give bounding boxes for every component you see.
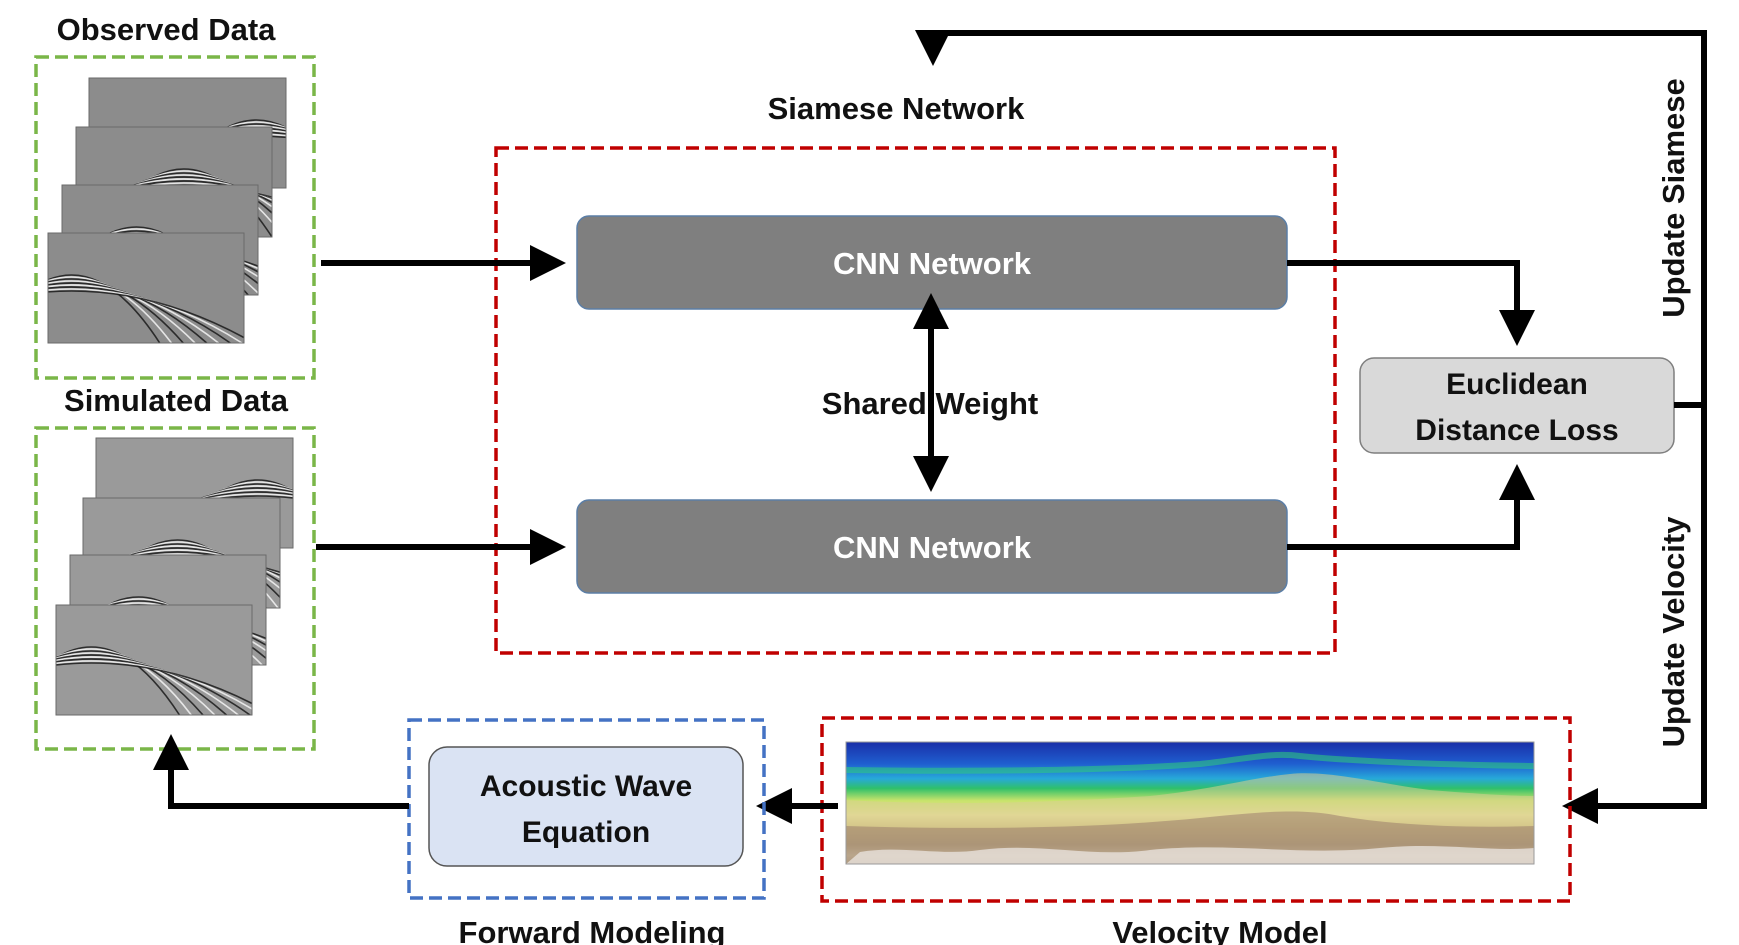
update-velocity-arrow: [1562, 405, 1707, 824]
forward-modeling-label: Forward Modeling: [459, 915, 726, 945]
simulated-data-label: Simulated Data: [64, 383, 289, 418]
cnn-network-top-label: CNN Network: [833, 246, 1032, 281]
wave-label-line1: Acoustic Wave: [480, 770, 692, 803]
loss-label-line2: Distance Loss: [1415, 414, 1618, 447]
simulated-seismic-stack: [55, 437, 294, 716]
observed-seismic-stack: [47, 77, 287, 344]
siamese-network-frame: [494, 146, 1337, 655]
update-velocity-label: Update Velocity: [1656, 516, 1691, 748]
siamese-network-label: Siamese Network: [768, 91, 1025, 126]
update-siamese-arrow: [915, 30, 1707, 408]
shared-weight-label: Shared Weight: [822, 386, 1038, 421]
seismic-panel: [56, 605, 252, 715]
wave-label-line2: Equation: [522, 816, 650, 849]
simulated-data-frame: [34, 426, 316, 751]
observed-data-frame: [34, 55, 316, 380]
cnn-top-to-loss-arrow: [1287, 260, 1535, 346]
velocity-model-label: Velocity Model: [1112, 915, 1327, 945]
loss-label-line1: Euclidean: [1446, 368, 1588, 401]
observed-data-label: Observed Data: [57, 12, 277, 47]
cnn-bottom-to-loss-arrow: [1287, 464, 1535, 550]
velocity-model-frame: [820, 716, 1572, 903]
wave-to-simulated-arrow: [153, 734, 409, 809]
seismic-panel: [48, 233, 244, 343]
acoustic-wave-equation-box: [428, 746, 744, 867]
velocity-model-image: [846, 742, 1534, 864]
update-siamese-label: Update Siamese: [1656, 78, 1691, 318]
cnn-network-bottom-label: CNN Network: [833, 530, 1032, 565]
